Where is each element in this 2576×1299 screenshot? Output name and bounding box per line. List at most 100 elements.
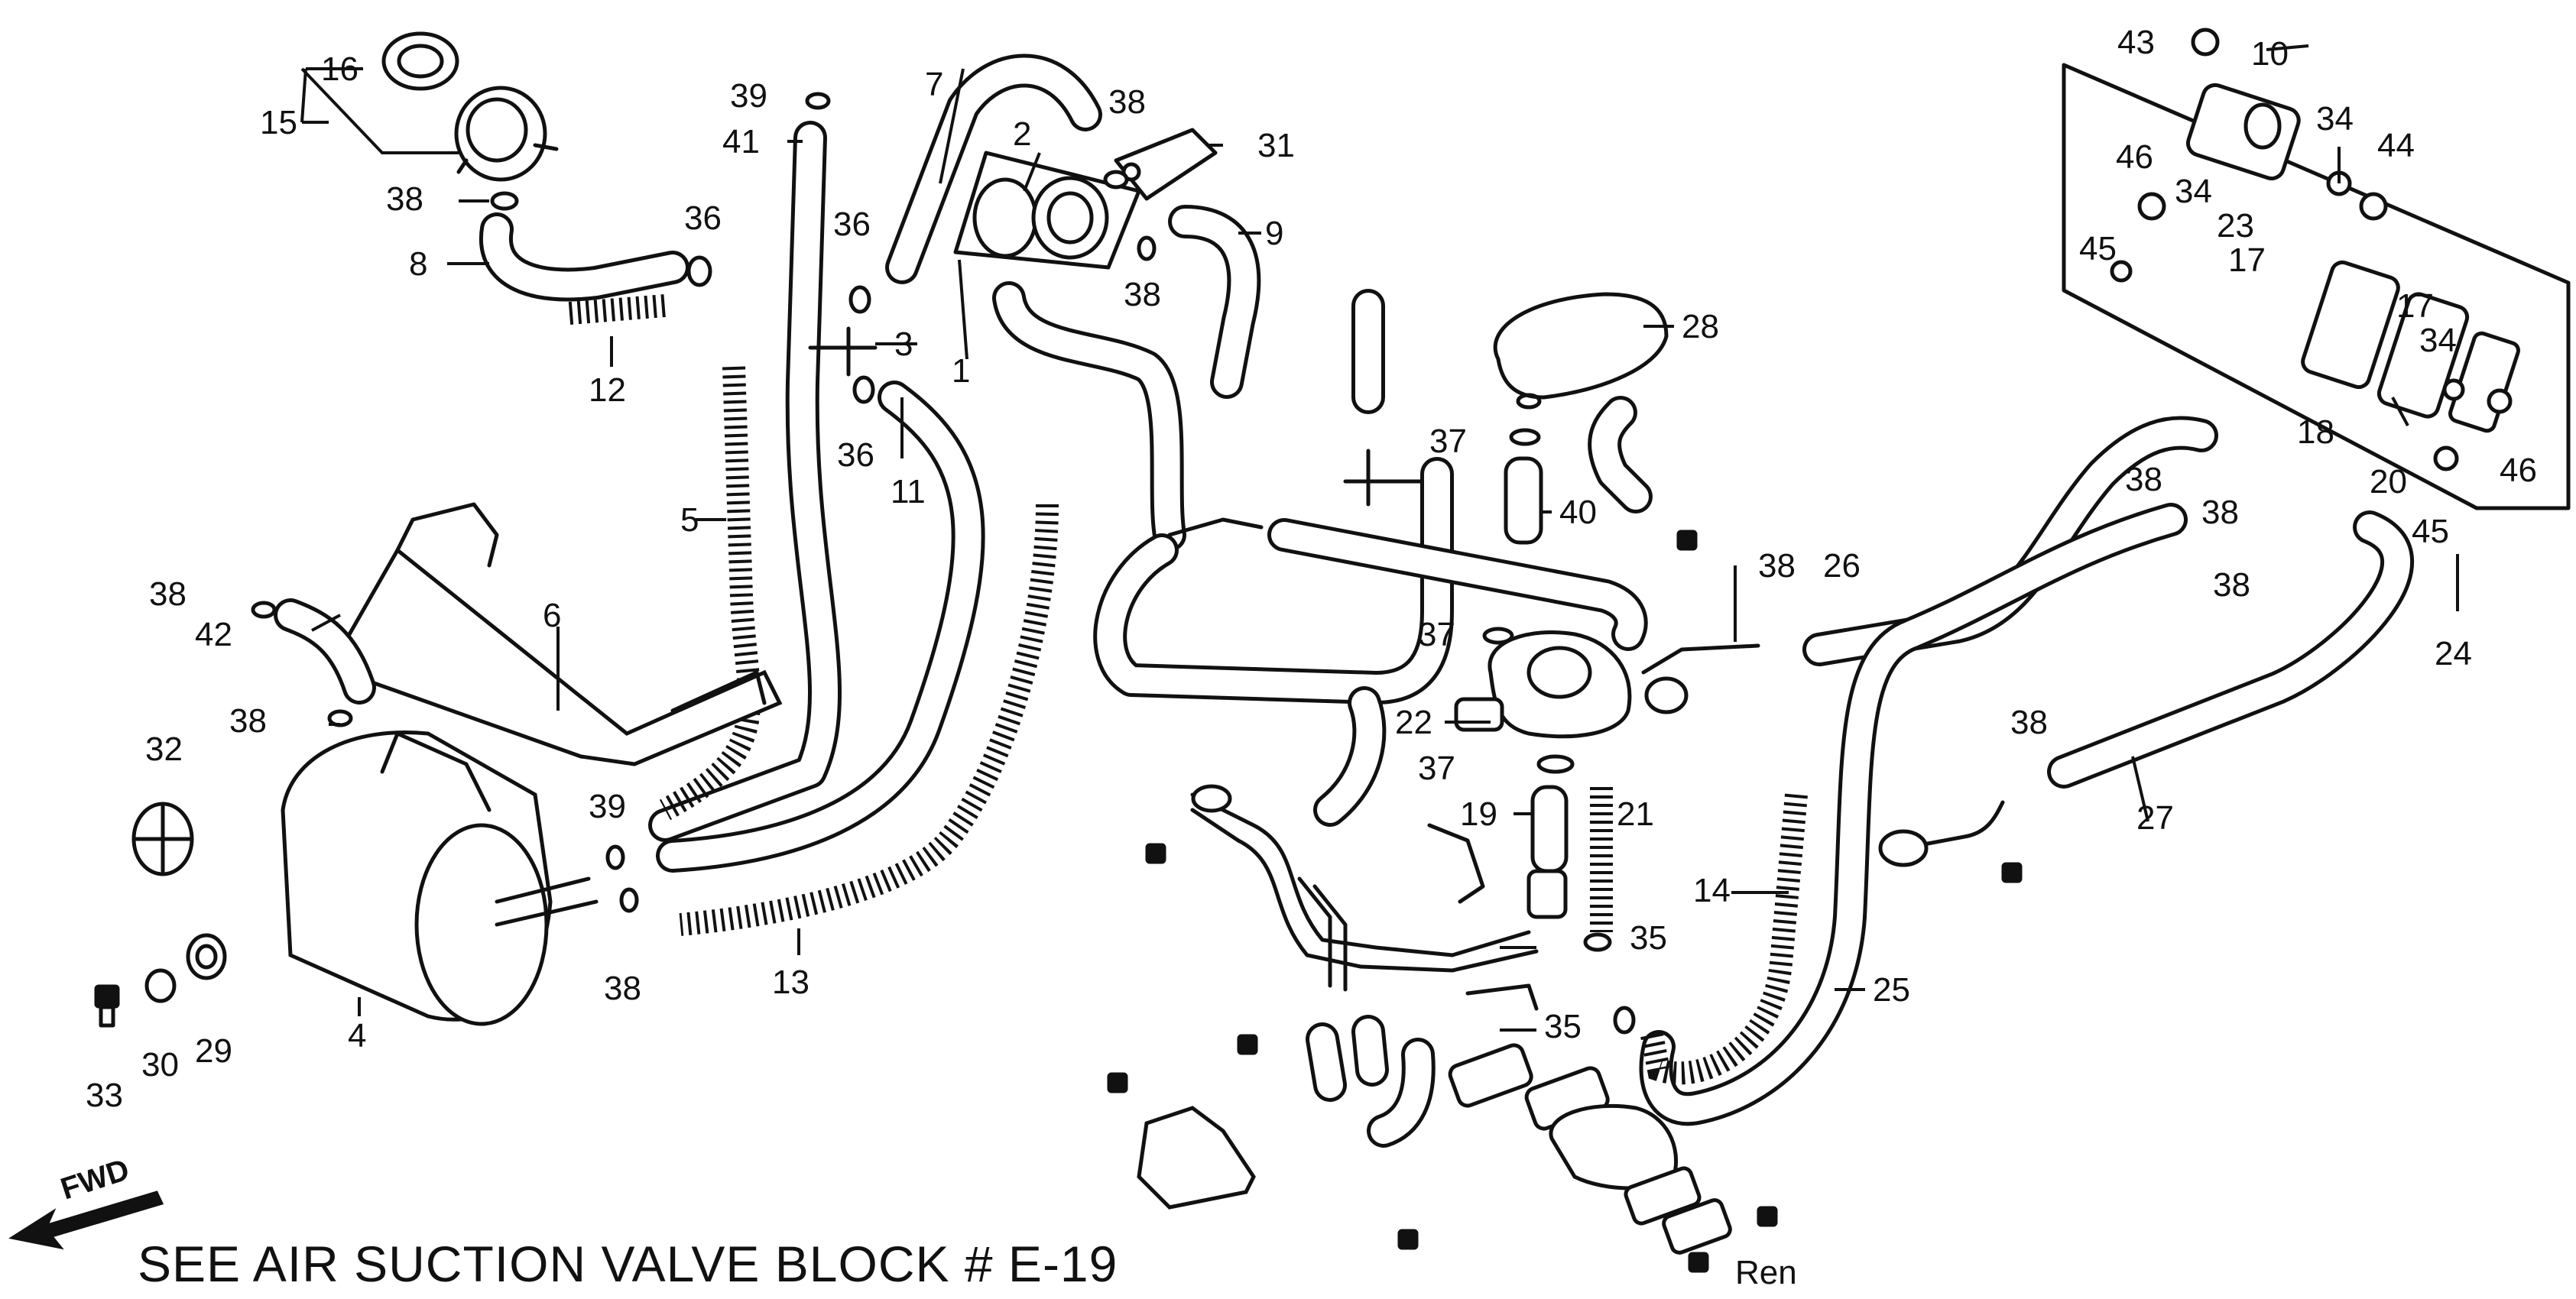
clip-part-39: [805, 92, 831, 110]
part-label: 10: [2251, 35, 2289, 73]
part-label: 25: [1873, 971, 1910, 1009]
hose-part-19: [1526, 785, 1569, 919]
part-label: 2: [1013, 115, 1031, 153]
hose-short: [1313, 686, 1387, 827]
part-label: 34: [2316, 100, 2354, 138]
part-label: 14: [1693, 872, 1731, 909]
clip-part-35: [1583, 932, 1612, 952]
part-label: 38: [1124, 276, 1161, 313]
hose-part-41: [648, 121, 842, 842]
clip-part-38: [490, 191, 519, 211]
part-label: 39: [730, 77, 767, 115]
part-label: 28: [1682, 308, 1719, 345]
clip-part-36: [848, 285, 871, 314]
bracket-part-6: [334, 502, 783, 766]
part-label: 38: [1108, 83, 1146, 121]
part-label: 15: [260, 104, 297, 141]
part-label: 24: [2435, 635, 2472, 672]
part-label: 34: [2419, 322, 2457, 359]
part-label: 1: [952, 352, 970, 390]
part-label: 7: [925, 66, 943, 103]
part-label: 18: [2297, 413, 2334, 451]
part-label: 23: [2217, 207, 2254, 245]
pipe-fitting: [1641, 643, 1760, 714]
part-label: 33: [86, 1077, 123, 1114]
artist-signature: Ren: [1735, 1254, 1797, 1291]
part-label: 11: [891, 473, 926, 510]
clip-part-36: [686, 255, 712, 287]
part-label: 37: [1418, 616, 1455, 653]
clip-part-36: [852, 375, 875, 404]
joint-part-3: [808, 326, 878, 377]
valve-part-2: [953, 151, 1141, 270]
part-label: 27: [2136, 799, 2174, 837]
part-label: 22: [1395, 704, 1432, 741]
part-label: 46: [2500, 452, 2537, 489]
part-label: 3: [894, 326, 913, 363]
hose-part-42: [274, 598, 376, 705]
part-label: 45: [2412, 513, 2449, 550]
part-label: 8: [409, 245, 427, 283]
hose-short: [1306, 1015, 1389, 1102]
bracket: [1427, 823, 1539, 1011]
hose-short: [1367, 1038, 1436, 1148]
part-label: 36: [837, 436, 874, 474]
spring-part-12: [568, 294, 667, 325]
part-label: 41: [722, 123, 760, 160]
diagram-caption: SEE AIR SUCTION VALVE BLOCK # E-19: [138, 1236, 1118, 1292]
canister-part-4: [281, 730, 599, 1026]
clip-part-38: [619, 887, 639, 913]
hose-part-25: [1639, 503, 2188, 1126]
hose-part-8: [479, 212, 689, 302]
elbow-hose: [1588, 396, 1653, 513]
hose-part-27: [2047, 510, 2415, 789]
part-label: 37: [1418, 750, 1455, 787]
part-label: 21: [1617, 795, 1654, 833]
part-label: 38: [2010, 704, 2048, 741]
cover-part-28: [1493, 292, 1669, 410]
part-label: 35: [1544, 1008, 1582, 1045]
part-label: 38: [2213, 566, 2250, 604]
part-label: 12: [589, 371, 626, 409]
part-label: 35: [1630, 919, 1667, 957]
part-label: 45: [2079, 230, 2117, 267]
part-label: 46: [2116, 138, 2153, 176]
part-label: 34: [2175, 173, 2212, 210]
grommet-part-29: [186, 933, 227, 980]
bolt-part-33: [94, 984, 120, 1028]
part-label: 36: [833, 206, 871, 243]
tubing-loop: [1093, 289, 1648, 705]
hose-part-9: [1168, 205, 1261, 399]
forward-arrow-icon: [8, 1190, 164, 1250]
clip-part-37: [1536, 754, 1575, 774]
part-label: 20: [2370, 463, 2407, 500]
part-label: 17: [2228, 241, 2266, 279]
part-label: 17: [2396, 287, 2434, 325]
part-label: 36: [684, 199, 722, 237]
clip-part-39: [605, 844, 625, 870]
reed-block: [1448, 1043, 1732, 1255]
part-label: 6: [543, 597, 561, 634]
part-label: 9: [1265, 215, 1283, 252]
part-label: 39: [589, 788, 626, 825]
part-label: 29: [195, 1032, 232, 1070]
part-label: 38: [1758, 547, 1796, 585]
hose-part-1: [992, 281, 1186, 552]
part-label: 16: [321, 50, 358, 88]
part-label: 43: [2117, 24, 2155, 61]
part-label: 19: [1460, 795, 1497, 833]
clip-part-37: [1482, 627, 1514, 645]
corrugated-hose-part-13: [679, 504, 1059, 936]
clip-part-38: [1103, 170, 1129, 190]
hose-part-40: [1504, 456, 1543, 545]
bracket-part-31: [1114, 128, 1218, 201]
bracket-lower: [1137, 1106, 1256, 1210]
bolt-lower: [1107, 530, 2023, 1273]
part-label: 5: [680, 501, 699, 539]
clip-part-38: [251, 601, 277, 619]
part-label: 13: [772, 964, 809, 1001]
part-label: 32: [145, 730, 183, 768]
clip-part-38: [1137, 235, 1157, 261]
clip-part-37: [1509, 428, 1541, 446]
